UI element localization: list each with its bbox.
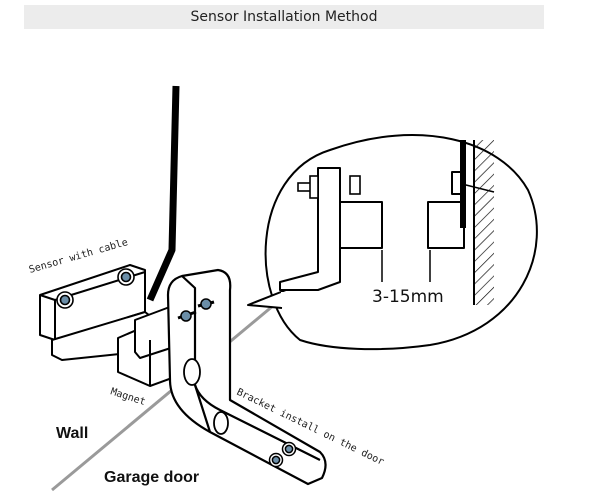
sensor-body — [39, 264, 159, 361]
detail-bracket-profile — [279, 167, 383, 291]
label-wall: Wall — [56, 425, 88, 442]
sensor-cable — [146, 85, 180, 302]
sensor-screw-left — [56, 291, 74, 309]
bracket-screw-2 — [197, 298, 215, 310]
detail-magnet-profile — [427, 171, 465, 249]
label-gap: 3-15mm — [372, 287, 444, 307]
bracket-screw-1 — [177, 310, 197, 322]
bracket-screw-3 — [281, 441, 297, 457]
label-magnet: Magnet — [109, 386, 147, 408]
sensor-screw-right — [117, 268, 135, 286]
label-garage-door: Garage door — [104, 469, 199, 486]
detail-wall-hatch — [474, 140, 494, 305]
bracket-body — [166, 268, 327, 486]
bracket-hole-2 — [213, 411, 229, 435]
callout-bubble — [264, 134, 538, 351]
bracket-hole-1 — [183, 358, 201, 386]
bracket-screw-4 — [268, 452, 284, 468]
detail-bolt — [297, 175, 361, 199]
title-bar: Sensor Installation Method — [24, 5, 544, 29]
callout-pointer — [247, 289, 287, 309]
floor-line — [51, 298, 281, 492]
page-title: Sensor Installation Method — [190, 9, 378, 25]
